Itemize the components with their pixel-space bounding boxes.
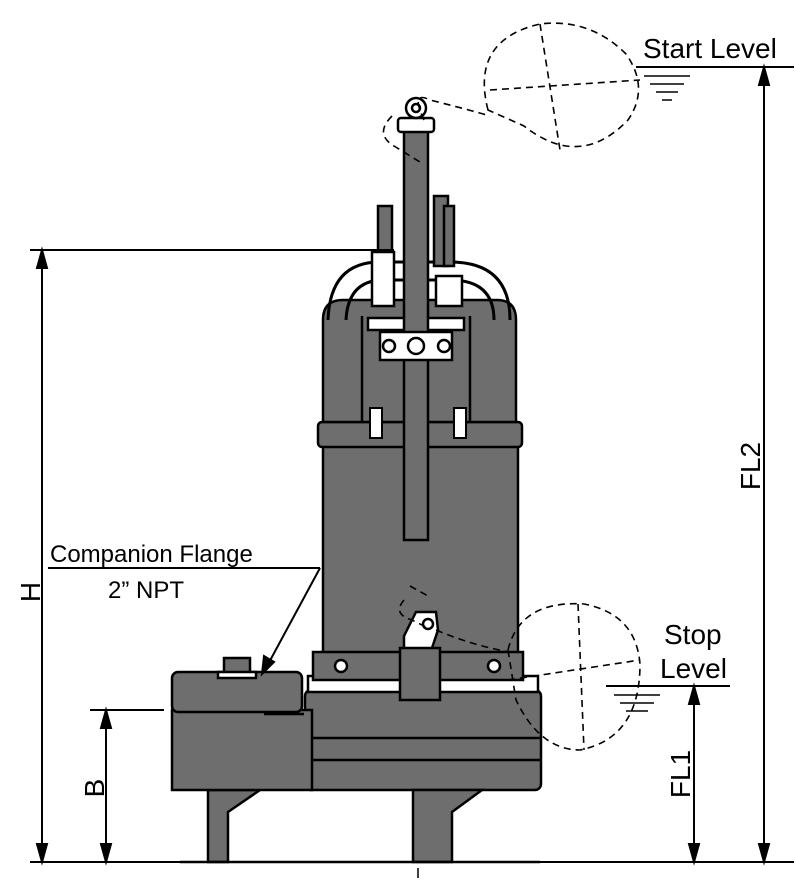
start-level-label: Start Level — [643, 33, 777, 64]
start-level-marker — [636, 66, 794, 101]
stop-level-label-1: Stop — [664, 619, 722, 650]
base-foot-strip — [170, 708, 314, 792]
clip-right — [453, 407, 467, 439]
dim-h — [30, 246, 394, 866]
start-float — [382, 22, 641, 163]
dim-fl2 — [757, 63, 771, 866]
companion-flange-leader — [48, 567, 321, 677]
stop-float — [398, 585, 641, 751]
discharge-flange — [170, 656, 304, 716]
clip-left — [369, 407, 383, 439]
dim-b — [90, 706, 164, 866]
dim-h-label: H — [15, 582, 46, 602]
dim-fl1-label: FL1 — [665, 750, 696, 798]
stop-level-label-2: Level — [660, 653, 727, 684]
float-rod — [396, 96, 436, 542]
companion-flange-size: 2” NPT — [108, 577, 184, 604]
dim-fl2-label: FL2 — [735, 442, 766, 490]
dim-b-label: B — [79, 779, 110, 798]
companion-flange-label: Companion Flange — [50, 541, 253, 568]
rod-clamp — [378, 330, 454, 362]
dim-fl1 — [687, 682, 701, 866]
stop-level-marker — [606, 685, 730, 712]
